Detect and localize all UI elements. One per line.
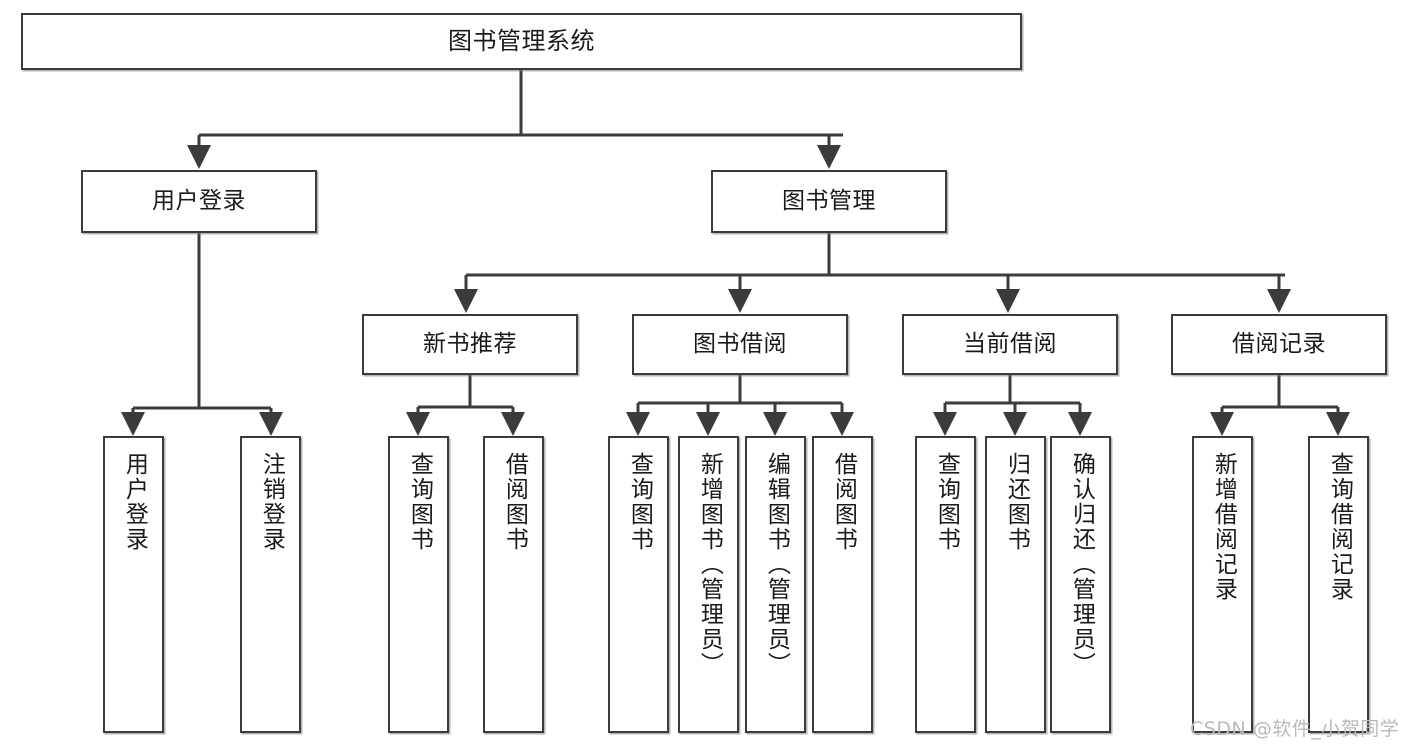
node-current-borrow-label: 当前借阅: [963, 331, 1057, 358]
leaf-borrow-book-2-label: 借阅图书: [830, 452, 857, 552]
node-current-borrow[interactable]: 当前借阅: [902, 314, 1118, 375]
leaf-add-book[interactable]: 新增图书（管理员）: [678, 436, 739, 733]
leaf-logout-label: 注销登录: [258, 452, 285, 552]
leaf-query-book-2[interactable]: 查询图书: [608, 436, 669, 733]
node-book-manage[interactable]: 图书管理: [711, 170, 947, 233]
leaf-borrow-book-2[interactable]: 借阅图书: [812, 436, 873, 733]
leaf-return-book[interactable]: 归还图书: [985, 436, 1046, 733]
watermark: CSDN @软件_小贺同学: [1190, 718, 1400, 740]
leaf-edit-book[interactable]: 编辑图书（管理员）: [745, 436, 806, 733]
node-user-login-label: 用户登录: [152, 188, 246, 215]
leaf-query-book-1[interactable]: 查询图书: [388, 436, 449, 733]
leaf-user-login[interactable]: 用户登录: [103, 436, 164, 733]
leaf-return-book-label: 归还图书: [1003, 452, 1030, 552]
node-new-book-recommend[interactable]: 新书推荐: [362, 314, 578, 375]
leaf-query-record[interactable]: 查询借阅记录: [1308, 436, 1369, 733]
leaf-user-login-label: 用户登录: [121, 452, 148, 552]
leaf-borrow-book-1-label: 借阅图书: [501, 452, 528, 552]
node-borrow-record-label: 借阅记录: [1232, 331, 1326, 358]
node-book-borrow-label: 图书借阅: [693, 331, 787, 358]
leaf-confirm-return-label: 确认归还（管理员）: [1068, 452, 1095, 677]
leaf-add-record[interactable]: 新增借阅记录: [1192, 436, 1253, 733]
leaf-query-book-3-label: 查询图书: [933, 452, 960, 552]
leaf-query-book-3[interactable]: 查询图书: [915, 436, 976, 733]
leaf-borrow-book-1[interactable]: 借阅图书: [483, 436, 544, 733]
leaf-edit-book-label: 编辑图书（管理员）: [763, 452, 790, 677]
leaf-add-book-label: 新增图书（管理员）: [696, 452, 723, 677]
node-user-login[interactable]: 用户登录: [81, 170, 317, 233]
node-book-borrow[interactable]: 图书借阅: [632, 314, 848, 375]
node-root-label: 图书管理系统: [448, 26, 595, 55]
leaf-add-record-label: 新增借阅记录: [1210, 452, 1237, 602]
node-new-book-recommend-label: 新书推荐: [423, 331, 517, 358]
leaf-logout[interactable]: 注销登录: [240, 436, 301, 733]
leaf-query-book-2-label: 查询图书: [626, 452, 653, 552]
node-root[interactable]: 图书管理系统: [21, 13, 1022, 70]
node-book-manage-label: 图书管理: [782, 188, 876, 215]
leaf-confirm-return[interactable]: 确认归还（管理员）: [1050, 436, 1111, 733]
node-borrow-record[interactable]: 借阅记录: [1171, 314, 1387, 375]
leaf-query-record-label: 查询借阅记录: [1326, 452, 1353, 602]
leaf-query-book-1-label: 查询图书: [406, 452, 433, 552]
